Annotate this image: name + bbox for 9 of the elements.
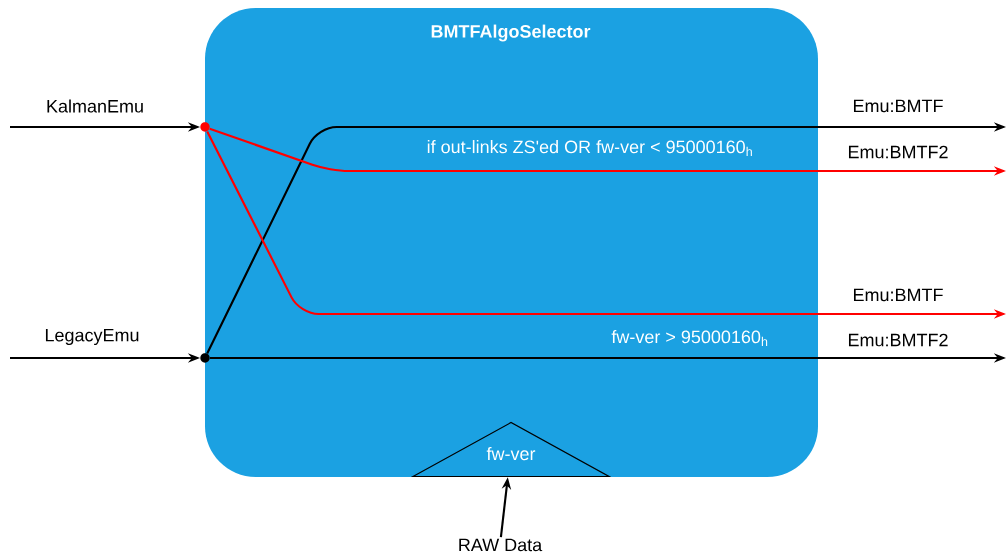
edge-label: Emu:BMTF [854, 99, 943, 113]
edge-label: Emu:BMTF2 [849, 145, 948, 159]
edge-label: KalmanEmu [47, 99, 143, 113]
edge-label: Emu:BMTF [854, 288, 943, 302]
condition-text: if out-links ZS'ed OR fw-ver < 95000160$_{h}$ [427, 140, 752, 156]
source-label: RAW Data [459, 538, 543, 552]
edge-label: Emu:BMTF2 [849, 333, 948, 347]
edge-label: LegacyEmu [45, 328, 139, 346]
condition-text: fw-ver > 95000160$_{h}$ [611, 330, 768, 346]
